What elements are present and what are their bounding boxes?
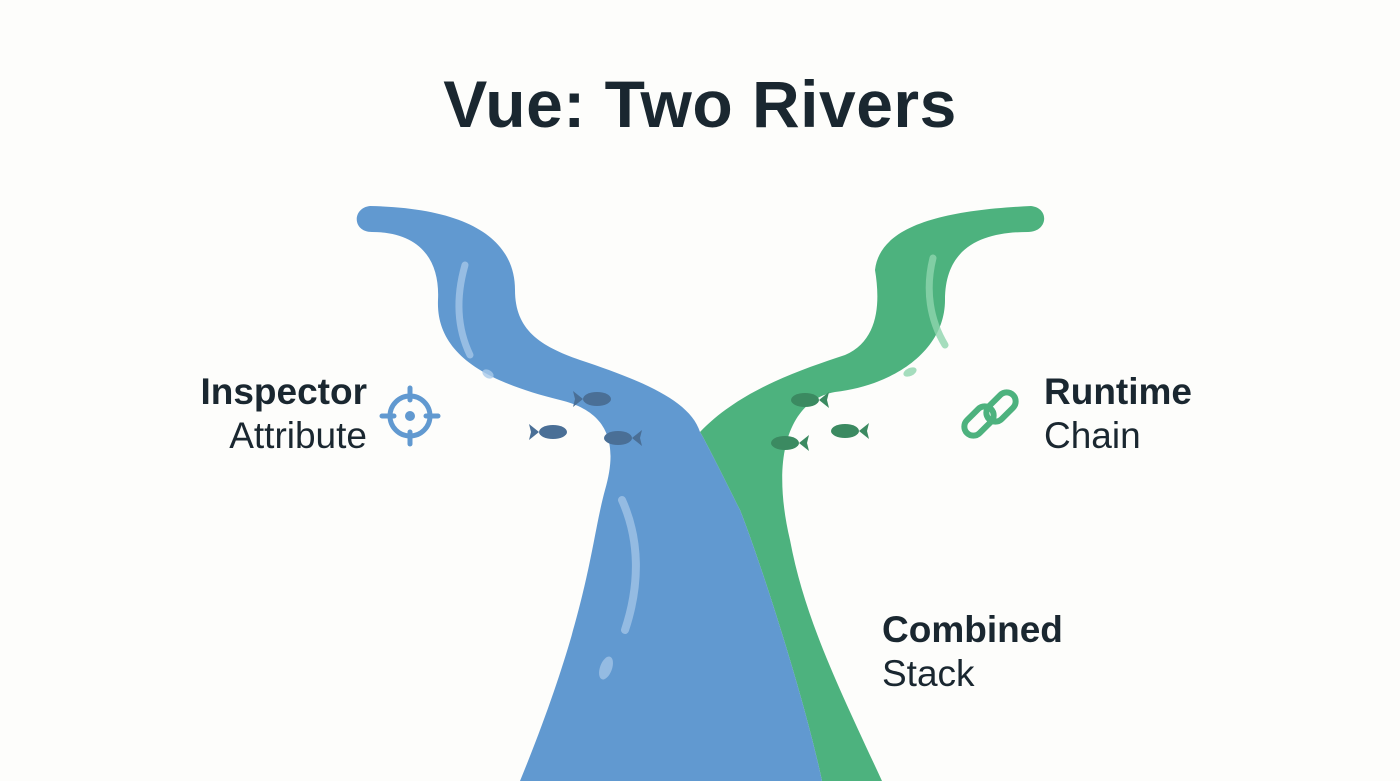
combined-stack-label: Combined Stack (882, 608, 1063, 697)
runtime-chain-label: Runtime Chain (1044, 370, 1192, 459)
chain-link-icon (961, 389, 1019, 439)
fish-icon (529, 424, 567, 440)
fish-icon (573, 391, 611, 407)
crosshair-icon (379, 385, 441, 447)
label-line-2: Chain (1044, 415, 1141, 457)
blue-river-highlight (455, 261, 474, 359)
green-river-highlight (925, 254, 949, 349)
inspector-attribute-label: Inspector Attribute (200, 370, 367, 459)
fish-icon (771, 435, 809, 451)
blue-river-highlight-lower (618, 496, 640, 634)
label-line-1: Inspector (200, 371, 367, 412)
blue-river-highlight-dot-lower (599, 656, 613, 680)
fish-icon (791, 392, 829, 408)
label-line-1: Runtime (1044, 371, 1192, 412)
green-river-highlight-dot (903, 367, 917, 377)
fish-icon (604, 430, 642, 446)
blue-river-highlight-dot (482, 369, 494, 379)
diagram-title: Vue: Two Rivers (443, 67, 957, 141)
label-line-2: Attribute (229, 415, 367, 457)
blue-river (356, 206, 822, 781)
green-river (700, 206, 1045, 781)
fish-icon (831, 423, 869, 439)
label-line-1: Combined (882, 609, 1063, 650)
label-line-2: Stack (882, 653, 975, 695)
